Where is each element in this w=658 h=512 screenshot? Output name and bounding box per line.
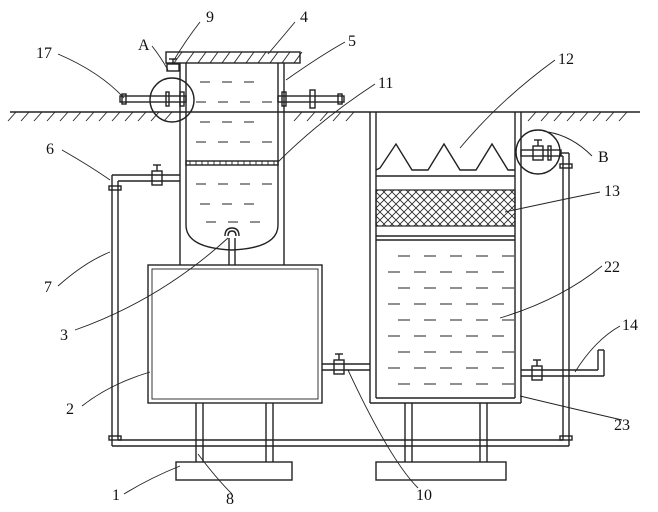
hatch-stroke — [554, 112, 562, 121]
hatch-stroke — [73, 112, 81, 121]
hatch-stroke — [246, 52, 254, 63]
valve-b — [516, 130, 561, 174]
hatch-stroke — [8, 112, 16, 121]
hatch-stroke — [541, 112, 549, 121]
top-valve — [167, 59, 179, 71]
hatch-stroke — [567, 112, 575, 121]
hatch-stroke — [320, 112, 328, 121]
label-22: 22 — [604, 259, 620, 276]
label-6: 6 — [46, 141, 54, 158]
hatch-stroke — [222, 52, 230, 63]
hatch-stroke — [60, 112, 68, 121]
label-4: 4 — [300, 9, 308, 26]
label-7: 7 — [44, 279, 52, 296]
label-B: B — [598, 149, 609, 166]
cover-plate — [166, 52, 302, 63]
label-10: 10 — [416, 487, 432, 504]
hatch-stroke — [580, 112, 588, 121]
hatch-stroke — [234, 52, 242, 63]
hatch-stroke — [294, 52, 302, 63]
label-23: 23 — [614, 417, 630, 434]
label-2: 2 — [66, 401, 74, 418]
label-1: 1 — [112, 487, 120, 504]
ground-line — [8, 112, 640, 121]
label-13: 13 — [604, 183, 620, 200]
right-tank — [370, 112, 521, 403]
leader-lines — [58, 22, 622, 494]
hatch-stroke — [21, 112, 29, 121]
hatch-stroke — [164, 112, 172, 121]
inlet-pipes — [120, 78, 344, 122]
label-12: 12 — [558, 51, 574, 68]
hatch-stroke — [619, 112, 627, 121]
upper-vessel — [180, 63, 284, 265]
label-3: 3 — [60, 327, 68, 344]
hatch-stroke — [47, 112, 55, 121]
hatch-stroke — [346, 112, 354, 121]
hatch-stroke — [294, 112, 302, 121]
lower-box — [148, 265, 322, 403]
hatch-stroke — [593, 112, 601, 121]
hatch-stroke — [198, 52, 206, 63]
hatch-stroke — [34, 112, 42, 121]
base-pads — [176, 462, 506, 480]
hatch-stroke — [606, 112, 614, 121]
callout-labels: 9 4 5 A 17 11 12 6 B 13 22 7 14 3 2 23 1… — [36, 9, 638, 508]
label-8: 8 — [226, 491, 234, 508]
hatch-stroke — [86, 112, 94, 121]
hatch-stroke — [210, 52, 218, 63]
right-riser-pipe — [560, 153, 572, 446]
label-5: 5 — [348, 33, 356, 50]
label-11: 11 — [378, 75, 393, 92]
hatch-stroke — [258, 52, 266, 63]
label-9: 9 — [206, 9, 214, 26]
hatch-stroke — [99, 112, 107, 121]
label-17: 17 — [36, 45, 52, 62]
hatch-stroke — [528, 112, 536, 121]
hatch-stroke — [138, 112, 146, 121]
label-14: 14 — [622, 317, 638, 334]
nozzle — [225, 228, 239, 265]
label-A: A — [138, 37, 150, 54]
hatch-stroke — [307, 112, 315, 121]
hatch-stroke — [186, 52, 194, 63]
hatch-stroke — [125, 112, 133, 121]
support-legs — [196, 403, 487, 462]
hatch-stroke — [112, 112, 120, 121]
connecting-pipe — [322, 354, 370, 374]
hatch-stroke — [282, 52, 290, 63]
hatch-stroke — [270, 52, 278, 63]
